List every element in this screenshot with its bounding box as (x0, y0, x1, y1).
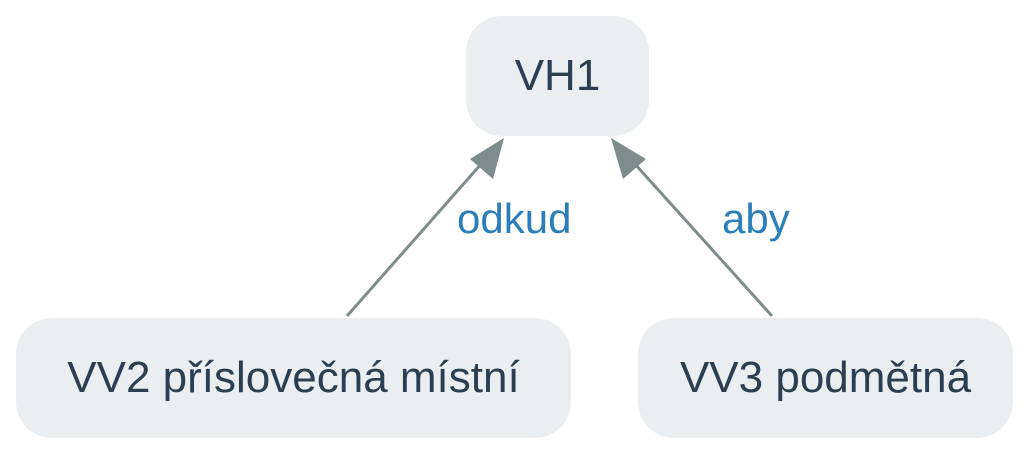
node-vh1[interactable]: VH1 (466, 16, 649, 136)
node-vv3[interactable]: VV3 podmětná (638, 318, 1013, 438)
node-vv3-label: VV3 podmětná (679, 353, 972, 402)
node-vh1-label: VH1 (514, 51, 601, 100)
arrowhead-vv3-vh1 (611, 138, 646, 179)
edge-label-odkud: odkud (457, 195, 572, 242)
arrowhead-vv2-vh1 (470, 138, 504, 179)
edge-line-vv2-vh1 (345, 162, 484, 317)
edge-line-vv3-vh1 (632, 161, 774, 318)
edge-label-aby: aby (722, 195, 790, 242)
node-vv2-label: VV2 příslovečná místní (67, 353, 520, 402)
node-vv2[interactable]: VV2 příslovečná místní (16, 318, 571, 438)
